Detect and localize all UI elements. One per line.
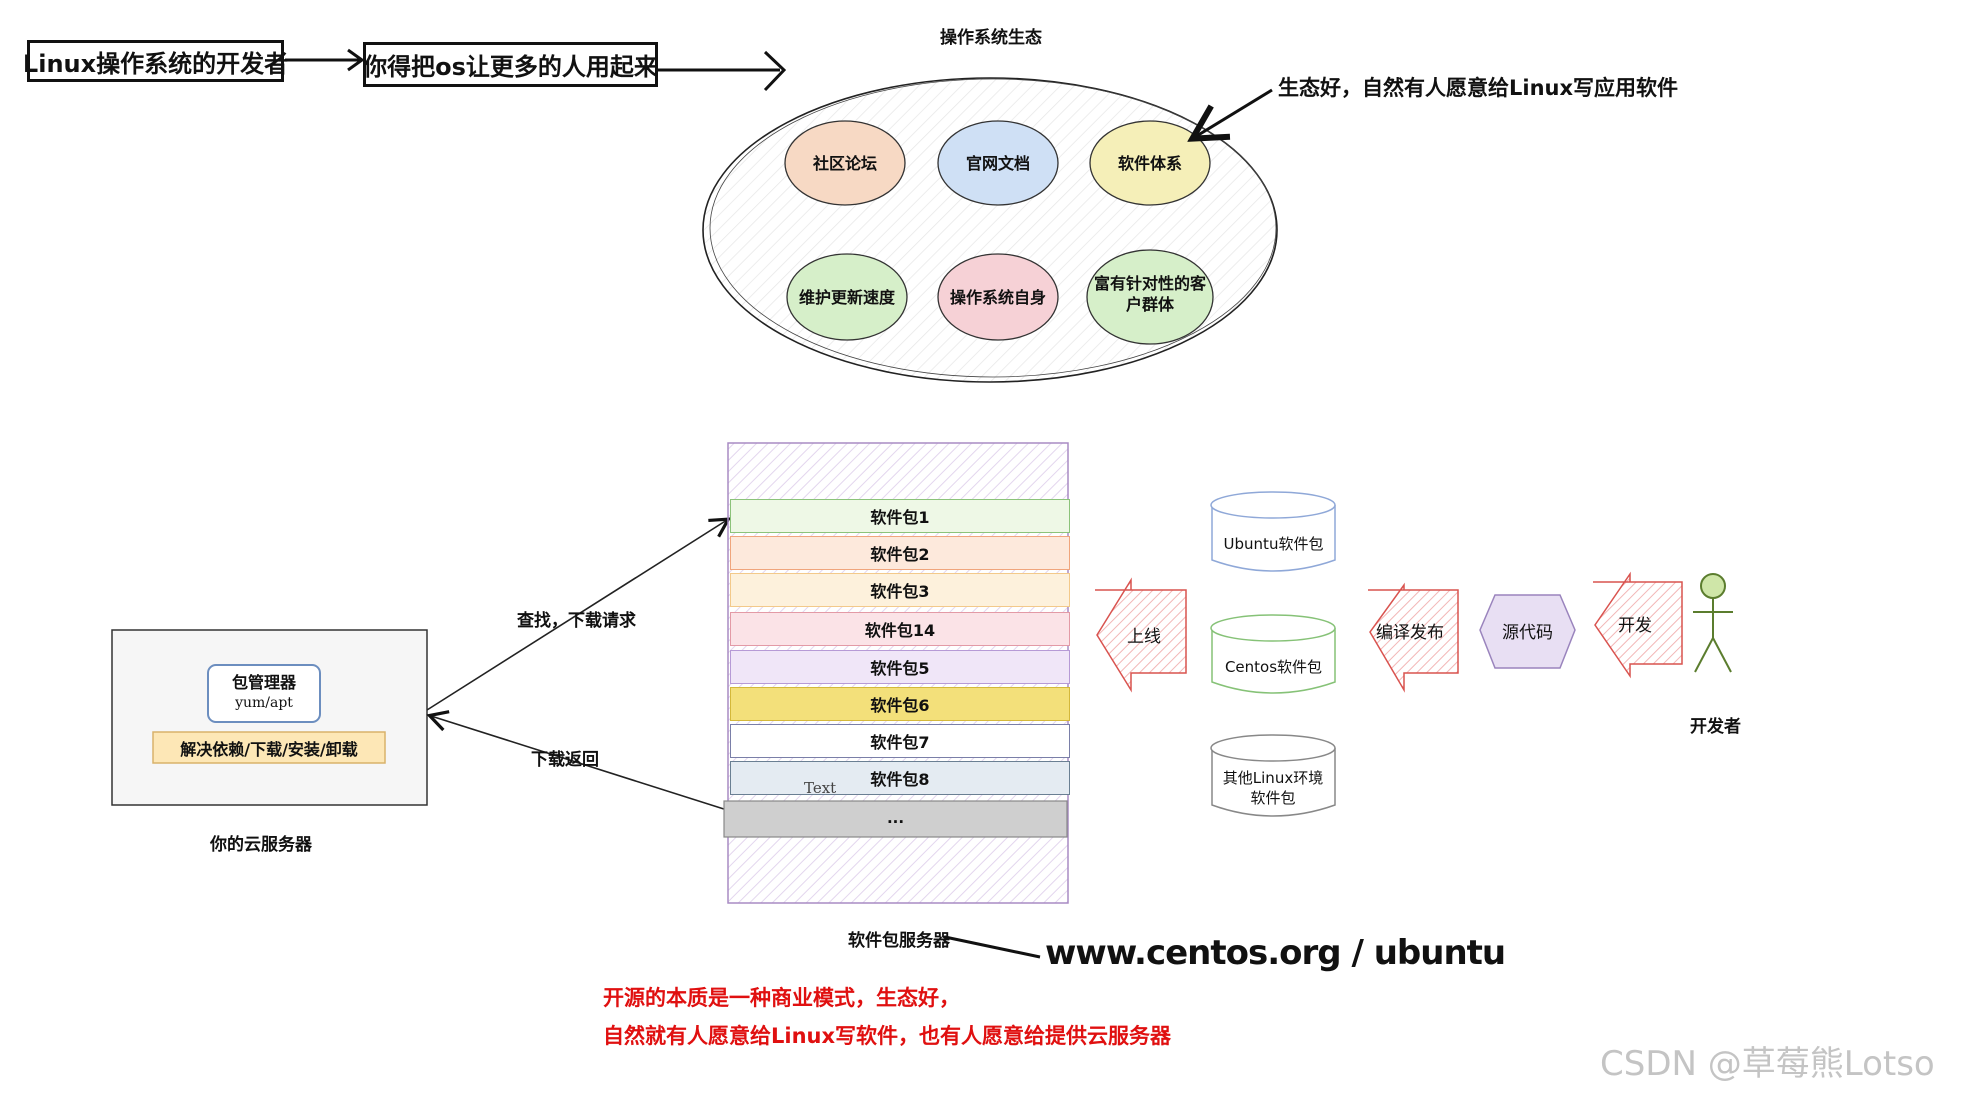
flow-arrow-1-head [347, 48, 365, 72]
developer-label: 开发者 [1690, 717, 1741, 737]
repo-other-top [1210, 734, 1336, 762]
repo-ubuntu-top [1210, 491, 1336, 519]
request-arrow [426, 520, 727, 711]
eco-circle-software [1089, 120, 1211, 206]
more-packages-label: ... [886, 809, 905, 827]
package-row: 软件包1 [730, 499, 1070, 533]
eco-label-software: 软件体系 [1117, 153, 1182, 173]
compile-arrow [1368, 582, 1459, 693]
promote-os-box: 你得把os让更多的人用起来 [363, 42, 658, 87]
repo-centos [1211, 628, 1336, 694]
package-label: 软件包3 [870, 582, 930, 601]
package-label: 软件包6 [870, 696, 930, 715]
package-manager-sub: yum/apt [235, 695, 293, 711]
online-label: 上线 [1127, 626, 1161, 647]
eco-label-docs: 官网文档 [965, 153, 1030, 173]
watermark: CSDN @草莓熊Lotso [1600, 1044, 1935, 1084]
package-row: 软件包14 [730, 612, 1070, 646]
online-arrow [1095, 577, 1187, 693]
promote-os-label: 你得把os让更多的人用起来 [363, 53, 658, 81]
eco-circle-maintenance [786, 253, 908, 341]
ecosystem-ellipse-sketch [709, 78, 1277, 378]
package-row: 软件包6 [730, 687, 1070, 721]
develop-label: 开发 [1618, 615, 1652, 636]
repo-centos-top [1210, 614, 1336, 642]
package-label: 软件包1 [870, 508, 930, 527]
linux-developer-box: Linux操作系统的开发者 [23, 40, 288, 82]
repo-ubuntu-label: Ubuntu软件包 [1223, 534, 1324, 553]
eco-circle-customers [1086, 249, 1214, 345]
package-manager-title: 包管理器 [231, 673, 296, 692]
package-manager-box [207, 664, 321, 723]
ecosystem-title: 操作系统生态 [940, 28, 1042, 48]
eco-label-customers: 富有针对性的客户群体 [1093, 274, 1206, 314]
ecosystem-note: 生态好，自然有人愿意给Linux写应用软件 [1278, 76, 1679, 100]
eco-circle-os-itself [937, 253, 1059, 341]
package-row: 软件包8 [730, 761, 1070, 795]
package-row: 软件包3 [730, 573, 1070, 607]
package-label: 软件包2 [870, 545, 930, 564]
more-packages-bar [723, 800, 1068, 838]
package-server-url: www.centos.org / ubuntu [1045, 933, 1506, 973]
text-marker: Text [804, 779, 837, 797]
request-label: 查找，下载请求 [517, 611, 636, 631]
url-connector [944, 935, 1041, 959]
package-label: 软件包8 [870, 770, 930, 789]
package-label: 软件包14 [864, 621, 936, 640]
source-code-label: 源代码 [1502, 622, 1553, 643]
source-code-hexagon [1479, 594, 1576, 669]
pm-desc-box [152, 731, 386, 764]
repo-other [1211, 748, 1336, 817]
repo-other-label: 其他Linux环境软件包 [1222, 769, 1324, 807]
eco-label-os-itself: 操作系统自身 [949, 287, 1046, 307]
package-row: 软件包2 [730, 536, 1070, 570]
return-arrow [431, 716, 728, 811]
compile-label: 编译发布 [1376, 622, 1444, 643]
cloud-server-caption: 你的云服务器 [210, 835, 312, 855]
repo-ubuntu [1211, 505, 1336, 572]
eco-label-forum: 社区论坛 [812, 153, 877, 173]
conclusion-line1: 开源的本质是一种商业模式，生态好， [603, 986, 960, 1010]
developer-figure-icon [1693, 573, 1733, 673]
pm-desc: 解决依赖/下载/安装/卸载 [180, 739, 358, 759]
flow-arrow-2-head [763, 50, 787, 92]
package-server-caption: 软件包服务器 [848, 931, 950, 951]
package-row: 软件包5 [730, 650, 1070, 684]
eco-circle-forum [784, 120, 906, 206]
repo-centos-label: Centos软件包 [1224, 657, 1323, 676]
linux-developer-label: Linux操作系统的开发者 [22, 49, 289, 78]
eco-label-maintenance: 维护更新速度 [798, 287, 895, 307]
return-label: 下载返回 [531, 750, 599, 770]
develop-arrow [1593, 571, 1683, 679]
eco-circle-docs [937, 120, 1059, 206]
package-row: 软件包7 [730, 724, 1070, 758]
eco-note-arrow [1195, 88, 1273, 137]
conclusion-line2: 自然就有人愿意给Linux写软件，也有人愿意给提供云服务器 [603, 1024, 1172, 1048]
package-label: 软件包5 [870, 659, 930, 678]
package-label: 软件包7 [870, 733, 930, 752]
